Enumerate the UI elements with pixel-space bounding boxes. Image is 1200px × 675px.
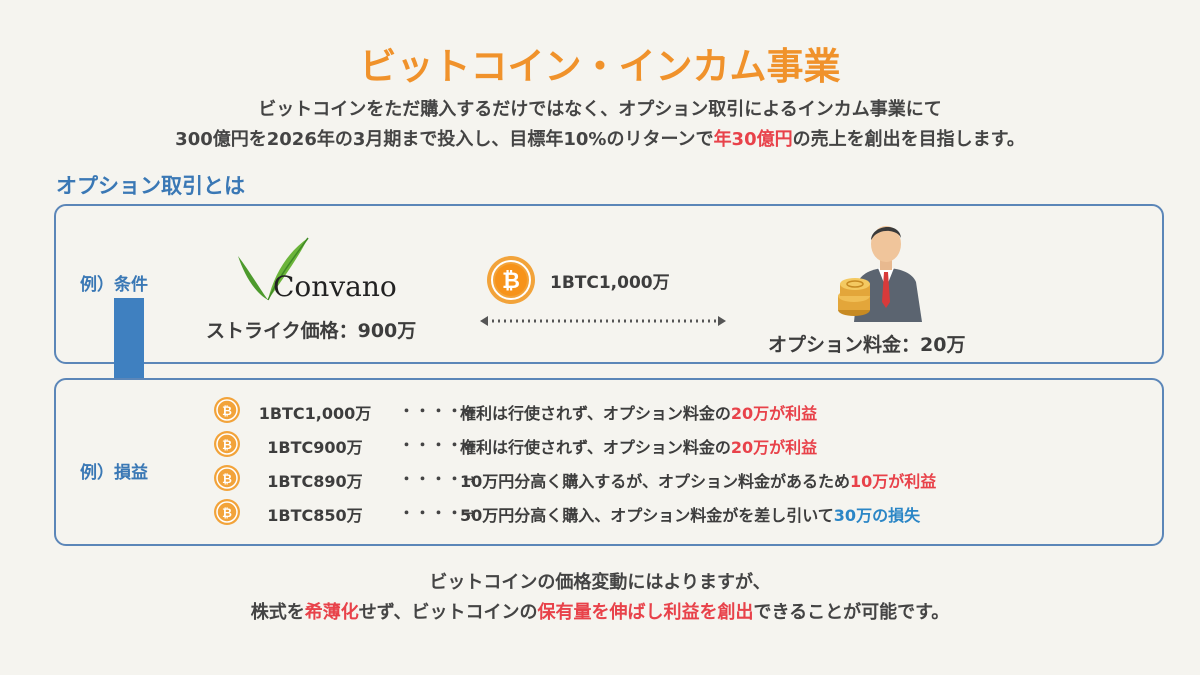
pnl-row-desc: 10万円分高く購入するが、オプション料金があるため10万が利益	[460, 468, 936, 492]
option-fee-label: オプション料金：20万	[768, 334, 966, 356]
double-arrow-dotted-line	[478, 313, 728, 332]
pnl-row-desc-text: 50万円分高く購入、オプション料金がを差し引いて	[460, 506, 834, 525]
svg-text:₿: ₿	[222, 472, 232, 486]
svg-text:₿: ₿	[222, 438, 232, 452]
convano-leaf-logo	[232, 234, 312, 308]
page-title: ビットコイン・インカム事業	[359, 45, 841, 88]
closing-highlight-1: 希薄化	[304, 602, 359, 623]
condition-label: 例）条件	[80, 275, 148, 295]
dotted-arrow: ・・・・→	[399, 436, 477, 454]
pnl-row-desc: 50万円分高く購入、オプション料金がを差し引いて30万の損失	[460, 502, 920, 526]
pnl-row: ₿ 1BTC890万 ・・・・→ 10万円分高く購入するが、オプション料金がある…	[0, 464, 1200, 496]
dotted-arrow: ・・・・→	[399, 470, 477, 488]
intro-line-2-after: の売上を創出を目指します。	[792, 129, 1025, 150]
svg-text:₿: ₿	[222, 506, 232, 520]
bitcoin-icon: ₿	[486, 255, 536, 309]
pnl-row-desc-text: 権利は行使されず、オプション料金の	[460, 404, 731, 423]
convano-logo-text: Convano	[273, 270, 397, 303]
closing-part-2: せず、ビットコインの	[358, 602, 538, 623]
pnl-row: ₿ 1BTC850万 ・・・・→ 50万円分高く購入、オプション料金がを差し引い…	[0, 498, 1200, 530]
closing-highlight-2: 保有量を伸ばし利益を創出	[537, 602, 754, 623]
intro-line-2-before: 300億円を2026年の3月期まで投入し、目標年10%のリターンで	[175, 129, 714, 150]
pnl-label: 例）損益	[80, 463, 148, 483]
condition-box	[54, 204, 1164, 364]
bitcoin-icon: ₿	[213, 396, 241, 428]
pnl-row-desc: 権利は行使されず、オプション料金の20万が利益	[460, 400, 817, 424]
btc-price-label: 1BTC1,000万	[550, 273, 670, 293]
pnl-row-desc-text: 権利は行使されず、オプション料金の	[460, 438, 731, 457]
pnl-row-price: 1BTC900万	[267, 438, 363, 457]
pnl-row-desc-text: 10万円分高く購入するが、オプション料金があるため	[460, 472, 850, 491]
pnl-row-price: 1BTC850万	[267, 506, 363, 525]
dotted-arrow: ・・・・→	[399, 402, 477, 420]
intro-line-2: 300億円を2026年の3月期まで投入し、目標年10%のリターンで年30億円の売…	[0, 125, 1200, 155]
intro-highlight: 年30億円	[713, 129, 793, 150]
closing-line-1: ビットコインの価格変動にはよりますが、	[429, 572, 771, 593]
svg-text:₿: ₿	[222, 404, 232, 418]
closing-line-2: 株式を希薄化せず、ビットコインの保有量を伸ばし利益を創出できることが可能です。	[0, 598, 1200, 628]
closing-part-1: 株式を	[250, 602, 305, 623]
pnl-row-price: 1BTC890万	[267, 472, 363, 491]
svg-text:₿: ₿	[502, 269, 520, 294]
businessman-with-coins-icon	[832, 216, 932, 326]
pnl-row-result: 30万の損失	[833, 506, 921, 525]
closing-text: ビットコインの価格変動にはよりますが、 株式を希薄化せず、ビットコインの保有量を…	[0, 568, 1200, 628]
pnl-row-result: 20万が利益	[730, 404, 818, 423]
bitcoin-icon: ₿	[213, 464, 241, 496]
dotted-arrow: ・・・・→	[399, 504, 477, 522]
intro-text: ビットコインをただ購入するだけではなく、オプション取引によるインカム事業にて 3…	[0, 95, 1200, 155]
pnl-row: ₿ 1BTC900万 ・・・・→ 権利は行使されず、オプション料金の20万が利益	[0, 430, 1200, 462]
section-heading: オプション取引とは	[56, 174, 245, 198]
pnl-row: ₿ 1BTC1,000万 ・・・・→ 権利は行使されず、オプション料金の20万が…	[0, 396, 1200, 428]
closing-part-3: できることが可能です。	[753, 602, 950, 623]
pnl-row-desc: 権利は行使されず、オプション料金の20万が利益	[460, 434, 817, 458]
bitcoin-icon: ₿	[213, 498, 241, 530]
pnl-row-result: 10万が利益	[849, 472, 937, 491]
bitcoin-icon: ₿	[213, 430, 241, 462]
pnl-row-result: 20万が利益	[730, 438, 818, 457]
strike-price-label: ストライク価格：900万	[206, 320, 417, 342]
pnl-row-price: 1BTC1,000万	[258, 404, 372, 423]
intro-line-1: ビットコインをただ購入するだけではなく、オプション取引によるインカム事業にて	[258, 99, 942, 120]
